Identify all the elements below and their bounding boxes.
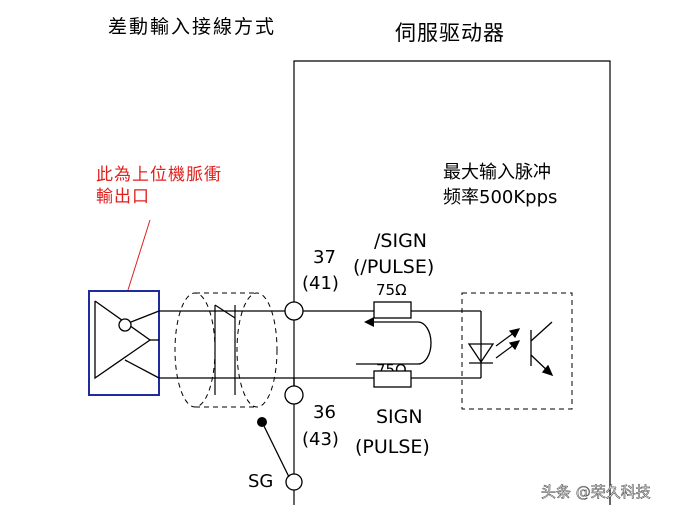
optocoupler-box	[461, 292, 573, 410]
resistor-top-value: 75Ω	[376, 281, 407, 299]
max-input-pulse-line2: 频率500Kpps	[443, 187, 557, 208]
light-emission-arrows	[495, 328, 521, 359]
resistor-top	[373, 301, 412, 319]
terminal-sg	[285, 473, 303, 491]
pin-top-alt: (41)	[302, 273, 339, 294]
current-arrowhead	[364, 317, 374, 327]
shielded-cable	[174, 292, 278, 408]
terminal-top	[284, 301, 304, 321]
terminal-bottom	[284, 385, 304, 405]
signal-top-alt: (/PULSE)	[353, 256, 434, 278]
wiring-title: 差動輸入接線方式	[108, 16, 276, 38]
shield-drain-wire	[261, 421, 290, 478]
max-input-pulse-line1: 最大输入脉冲	[443, 162, 551, 183]
upper-output-box	[88, 290, 160, 396]
resistor-bottom	[373, 370, 412, 388]
pin-top-number: 37	[313, 247, 336, 268]
line-driver-symbol	[94, 300, 160, 380]
optocoupler-led	[462, 310, 495, 379]
signal-top-label: /SIGN	[374, 230, 427, 252]
watermark: 头条 @荣久科技	[541, 483, 651, 501]
signal-bottom-alt: (PULSE)	[355, 436, 430, 458]
annotation-pointer-line	[127, 219, 151, 291]
pin-sg-label: SG	[248, 471, 273, 492]
drive-enclosure	[293, 60, 611, 505]
upper-output-annotation-line2: 輸出口	[96, 187, 150, 207]
current-loop-arrow	[356, 321, 432, 365]
pin-bottom-number: 36	[313, 402, 336, 423]
pin-bottom-alt: (43)	[302, 429, 339, 450]
phototransistor	[530, 321, 554, 377]
twisted-pair-marks	[214, 304, 236, 395]
signal-bottom-label: SIGN	[376, 406, 423, 428]
upper-output-annotation-line1: 此為上位機脈衝	[96, 165, 222, 185]
inverting-output-circle	[118, 318, 132, 332]
drive-title: 伺服驱动器	[395, 21, 505, 45]
